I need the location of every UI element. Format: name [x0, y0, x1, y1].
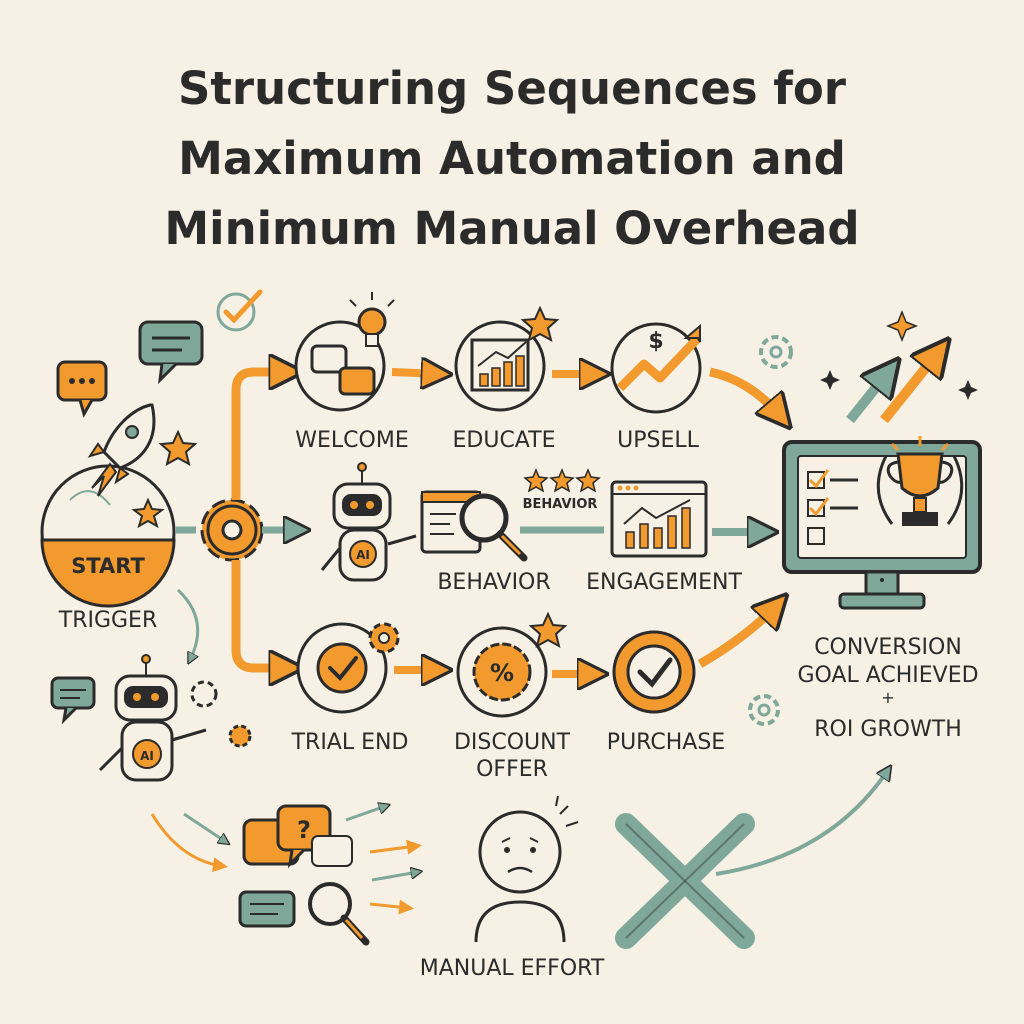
rocket-icon — [87, 403, 156, 497]
goal-line-4: ROI GROWTH — [814, 717, 962, 742]
start-trigger-globe — [40, 464, 176, 608]
question-bubbles-icon — [242, 804, 353, 869]
goal-plus: + — [881, 688, 895, 707]
arrow-to-manual — [176, 588, 200, 660]
discount-label-2: OFFER — [476, 757, 548, 782]
stressed-person-icon — [474, 795, 579, 943]
arrow-to-roi — [715, 770, 888, 876]
arrow-welcome-educate — [391, 372, 440, 374]
start-badge: START — [71, 554, 145, 578]
scatter-arrow — [369, 899, 414, 915]
trial-end-circle — [296, 622, 388, 714]
trigger-label: TRIGGER — [58, 608, 158, 633]
trophy-icon — [876, 436, 964, 526]
robot-helper-ai-badge: AI — [140, 749, 154, 763]
educate-circle — [454, 320, 546, 412]
welcome-circle — [294, 320, 386, 412]
typing-bubble-icon — [56, 360, 108, 418]
gear-icon — [190, 680, 252, 748]
robot-icon — [320, 462, 417, 582]
checklist-icon — [807, 469, 858, 545]
robot-ai-badge: AI — [356, 548, 370, 562]
behavior-tag: BEHAVIOR — [522, 497, 598, 512]
title-line-1: Structuring Sequences for — [178, 62, 846, 115]
manual-effort-label: MANUAL EFFORT — [419, 956, 605, 981]
question-mark: ? — [297, 816, 311, 844]
cross-icon — [615, 813, 755, 949]
scatter-arrow — [345, 806, 386, 822]
scatter-arrow — [369, 839, 422, 855]
gear-icon — [748, 694, 780, 726]
upsell-circle — [610, 322, 702, 414]
chat-bubble-icon — [50, 676, 96, 725]
chat-bubble-icon — [138, 320, 204, 385]
scatter-arrow — [183, 812, 226, 842]
branch-arrow-bottom — [231, 560, 290, 668]
upsell-label: UPSELL — [617, 428, 699, 453]
purchase-check-icon — [612, 630, 696, 714]
star-icon — [158, 429, 198, 466]
engagement-label: ENGAGEMENT — [586, 570, 742, 595]
check-badge-icon — [216, 289, 263, 332]
scatter-arrow — [371, 872, 418, 882]
gear-icon — [368, 622, 400, 654]
discount-circle — [456, 626, 548, 718]
star-icon — [528, 611, 568, 648]
lightbulb-icon — [349, 292, 395, 347]
gear-icon — [759, 335, 793, 369]
educate-label: EDUCATE — [452, 428, 556, 453]
welcome-label: WELCOME — [295, 428, 409, 453]
trial-end-label: TRIAL END — [291, 730, 409, 755]
star-icon — [131, 497, 165, 529]
title-line-2: Maximum Automation and — [178, 132, 846, 185]
gear-icon — [200, 498, 264, 562]
scatter-arrow — [150, 813, 228, 873]
purchase-label: PURCHASE — [606, 730, 726, 755]
discount-label-1: DISCOUNT — [453, 730, 571, 755]
goal-line-1: CONVERSION — [814, 635, 962, 660]
chat-bubble-icon — [238, 890, 296, 928]
document-magnifier-icon — [420, 490, 528, 562]
branch-arrow-top — [231, 372, 290, 500]
percent-sign: % — [490, 659, 514, 687]
title-line-3: Minimum Manual Overhead — [164, 202, 860, 255]
robot-helper-icon — [98, 654, 207, 782]
dollar-sign: $ — [648, 329, 663, 354]
search-icon — [308, 882, 370, 946]
star-icon — [520, 305, 560, 342]
behavior-label: BEHAVIOR — [437, 570, 551, 595]
growth-arrows-icon — [820, 309, 978, 424]
engagement-chart-window — [610, 480, 708, 558]
arrow-upsell-goal — [709, 367, 782, 418]
arrow-purchase-goal — [697, 604, 778, 668]
goal-line-2: GOAL ACHIEVED — [797, 663, 979, 688]
rating-stars-icon — [523, 468, 601, 493]
